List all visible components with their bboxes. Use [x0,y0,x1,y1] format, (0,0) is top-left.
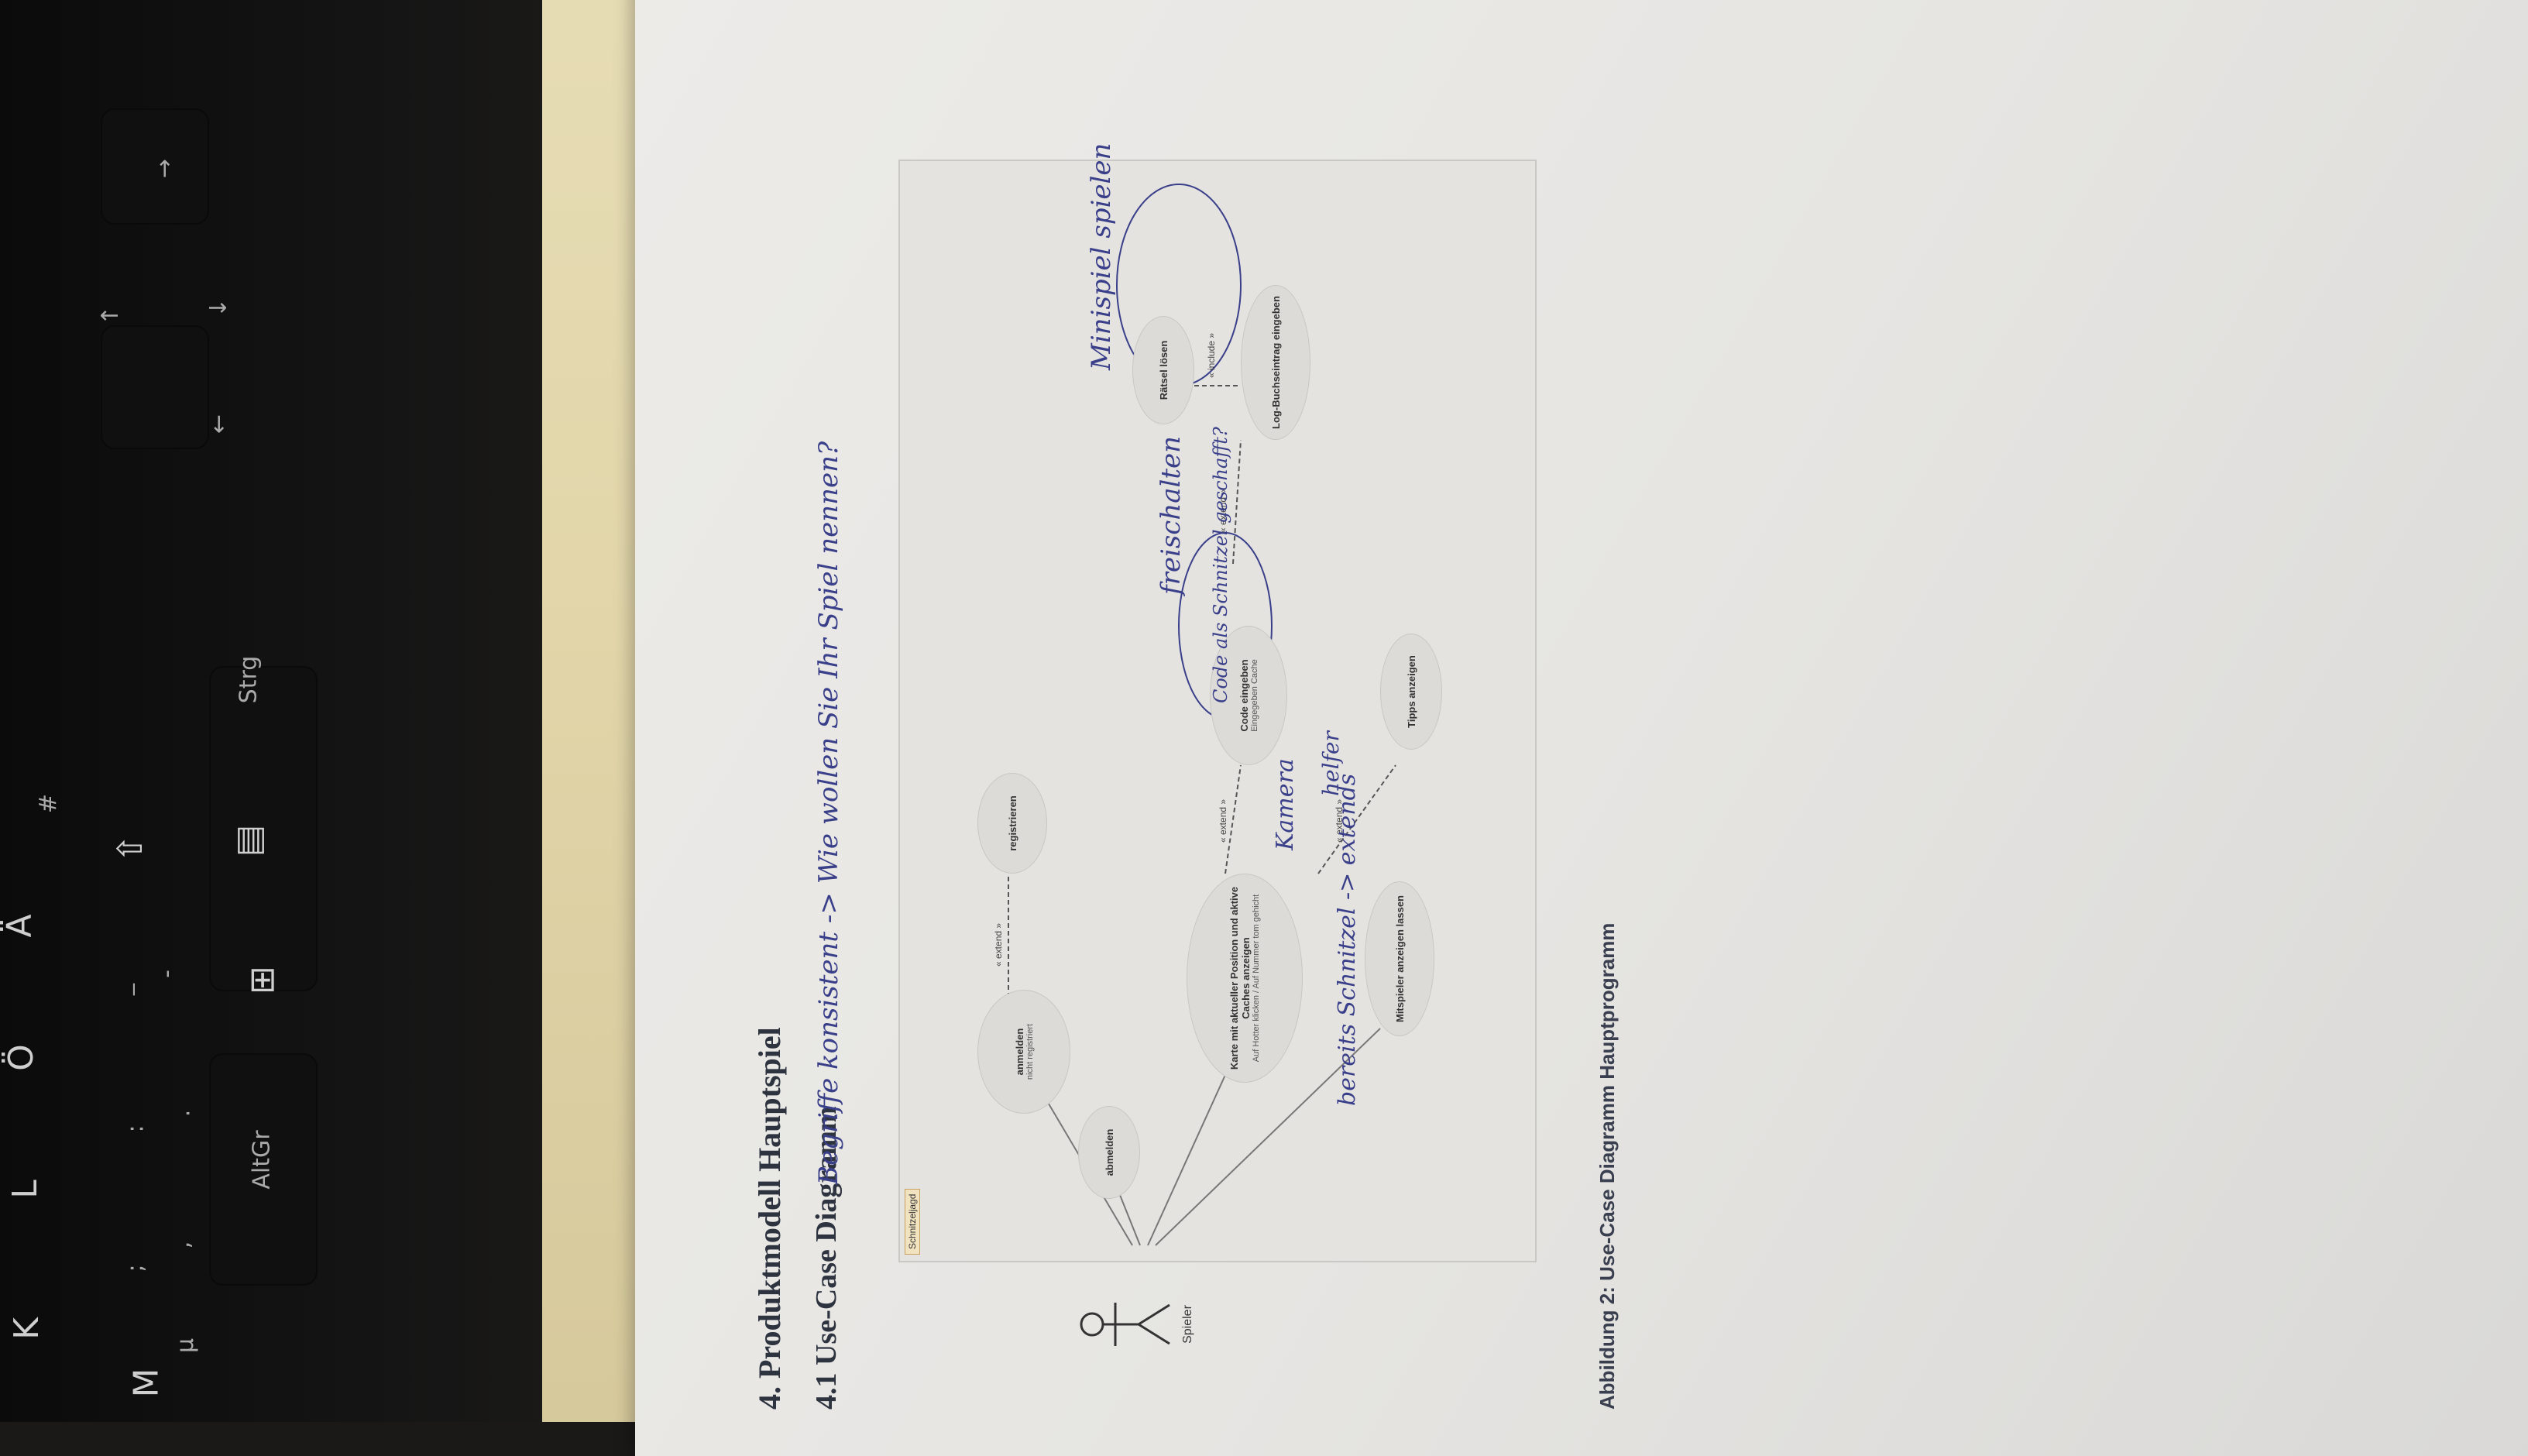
key-hash[interactable]: # [35,793,63,814]
actor-figure: Spieler [1077,1286,1200,1363]
key-colon[interactable]: : [122,1125,149,1133]
key-comma[interactable]: , [168,1241,196,1249]
key-strg[interactable]: Strg [235,655,263,704]
handwritten-freischalten: freischalten [1156,435,1187,595]
relation-extend-2: « extend » [1218,798,1228,843]
document-page: 4. Produktmodell Hauptspiel 4.1 Use-Case… [744,15,1673,1410]
key-arrow-left[interactable]: ← [205,414,233,434]
key-l[interactable]: L [5,1180,45,1199]
use-case-raetsel: Rätsel lösen [1132,316,1194,424]
key-m[interactable]: M [126,1368,167,1398]
handwritten-extends: bereits Schnitzel -> extends [1334,773,1361,1106]
use-case-log-buch: Log-Buchseintrag eingeben [1241,285,1310,440]
key-minus[interactable]: - [153,970,180,978]
key-arrow-right[interactable]: → [151,158,179,179]
relation-extend-1: « extend » [993,922,1004,967]
key-arrow-up[interactable]: ↑ [97,305,125,326]
key-k[interactable]: K [6,1317,46,1340]
key-ae[interactable]: Ä [0,914,40,938]
use-case-tipps: Tipps anzeigen [1380,634,1442,750]
key-oe[interactable]: Ö [1,1044,41,1071]
use-case-mitspieler: Mitspieler anzeigen lassen [1365,881,1434,1036]
figure-caption: Abbildung 2: Use-Case Diagramm Hauptprog… [1595,922,1619,1410]
stick-figure-icon [1080,1303,1170,1346]
handwritten-code: Code als Schnitzel geschafft? [1210,427,1231,703]
actor-label: Spieler [1181,1305,1194,1344]
use-case-registrieren: registrieren [977,773,1047,874]
use-case-abmelden: abmelden [1078,1106,1140,1199]
key-underscore[interactable]: _ [108,984,136,995]
handwritten-note-top: Begriffe konsistent -> Wie wollen Sie Ih… [813,441,844,1185]
key-mu[interactable]: µ [172,1338,200,1354]
shift-icon[interactable]: ⇧ [110,834,150,863]
windows-icon[interactable]: ⊞ [242,966,282,994]
handwritten-kamera: Kamera [1272,758,1299,850]
use-case-karte: Karte mit aktueller Position und aktive … [1187,874,1303,1083]
relation-include: « include » [1206,332,1217,378]
key-altgr[interactable]: AltGr [248,1130,276,1190]
key-arrow-down[interactable]: ↓ [205,297,233,318]
handwritten-minispiel: Minispiel spielen [1086,143,1117,370]
key-semicolon[interactable]: ; [122,1264,149,1272]
key-period[interactable]: . [168,1109,196,1118]
section-heading: 4. Produktmodell Hauptspiel [752,1027,787,1410]
menu-icon[interactable]: ▤ [228,824,269,857]
